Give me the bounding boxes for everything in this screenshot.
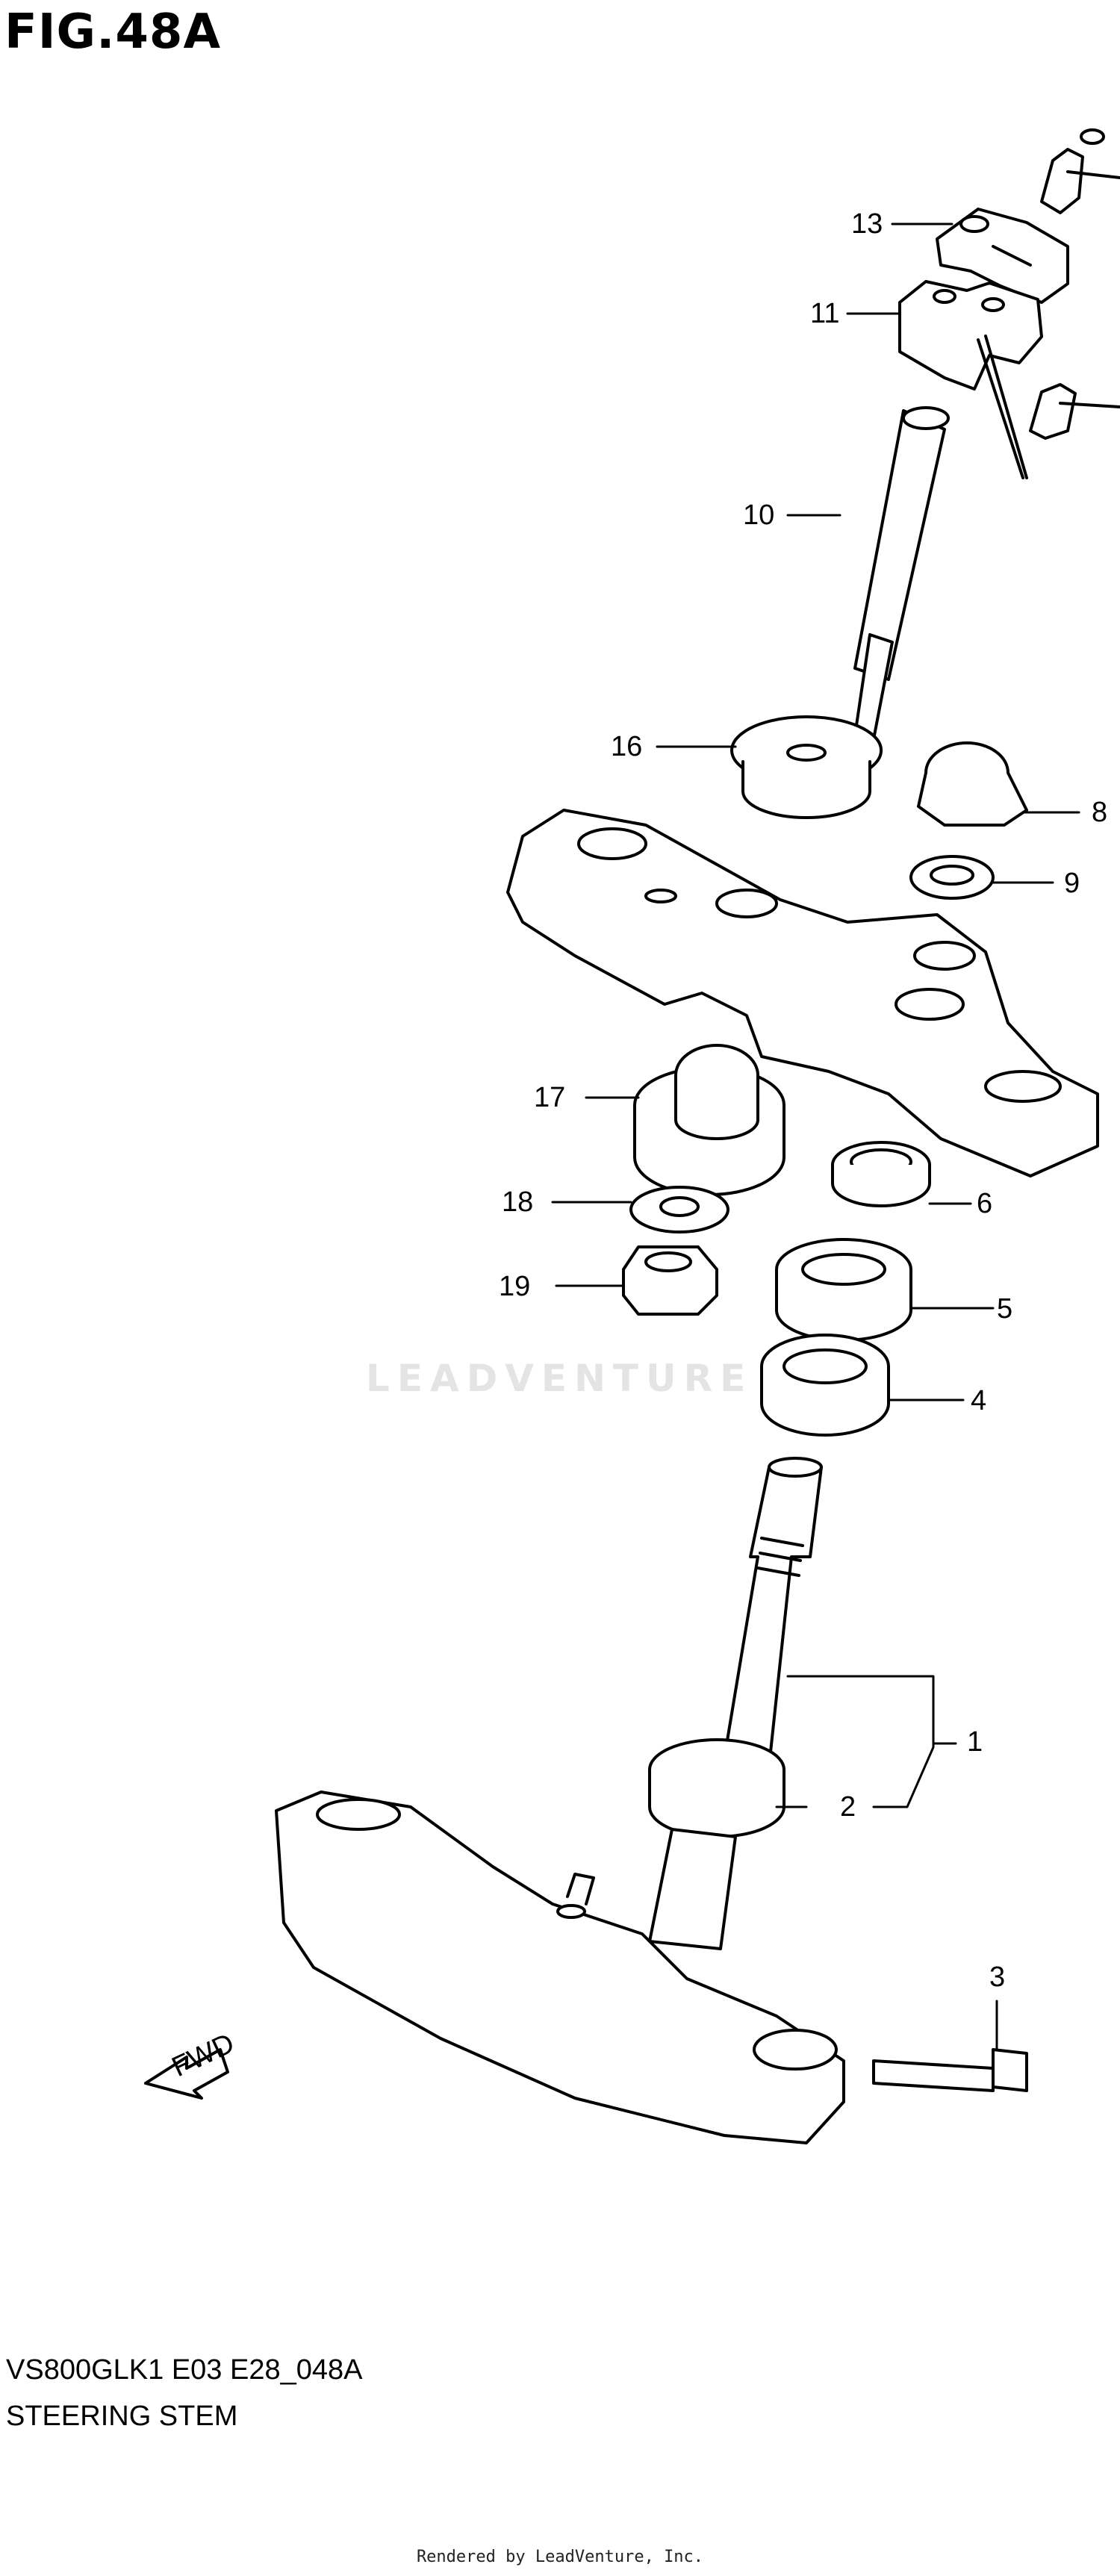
callout-18: 18: [502, 1186, 533, 1218]
watermark-text: LEADVENTURE: [366, 1357, 753, 1400]
callout-10: 10: [743, 500, 774, 531]
pinch-bolt: [872, 2048, 1028, 2092]
lower-bracket: [275, 1791, 845, 2144]
section-title: STEERING STEM: [6, 2401, 238, 2432]
handlebar-bolt-lower: [1029, 383, 1120, 440]
callout-16: 16: [611, 731, 642, 762]
figure-title: FIG.48A: [4, 4, 221, 60]
nut-washer: [629, 1186, 729, 1233]
callout-17: 17: [534, 1082, 565, 1113]
callout-6: 6: [977, 1188, 992, 1219]
handlebar-holder-upper: [936, 208, 1069, 304]
stem-nut: [622, 1245, 718, 1316]
footer-credit: Rendered by LeadVenture, Inc.: [416, 2548, 704, 2566]
handlebar-bolt-upper: [1040, 128, 1120, 214]
callout-2: 2: [840, 1791, 856, 1823]
callout-1: 1: [967, 1726, 983, 1758]
handlebar-holder-lower: [898, 280, 1043, 479]
lower-bearing: [760, 1334, 890, 1437]
callout-4: 4: [971, 1385, 986, 1416]
stem-bearing-seal-upper: [633, 1044, 785, 1196]
model-code: VS800GLK1 E03 E28_048A: [6, 2354, 363, 2386]
fwd-arrow: FWD: [144, 2028, 239, 2100]
callout-8: 8: [1092, 797, 1107, 828]
stem-cap-nut: [917, 741, 1028, 827]
steering-stem: [648, 1457, 823, 1950]
callout-5: 5: [997, 1293, 1012, 1325]
callout-3: 3: [989, 1961, 1005, 1993]
upper-bearing: [775, 1238, 912, 1342]
callout-bracket-1-2: [786, 1675, 935, 1808]
callout-11: 11: [810, 298, 839, 329]
leader-lines: [551, 223, 1080, 2051]
stem-washer: [909, 855, 995, 900]
callout-19: 19: [499, 1271, 530, 1302]
callout-13: 13: [851, 208, 883, 240]
callout-9: 9: [1064, 868, 1080, 899]
steering-damper-rod: [730, 406, 950, 819]
stem-lock-nut: [831, 1141, 931, 1207]
upper-bracket: [506, 809, 1099, 1177]
